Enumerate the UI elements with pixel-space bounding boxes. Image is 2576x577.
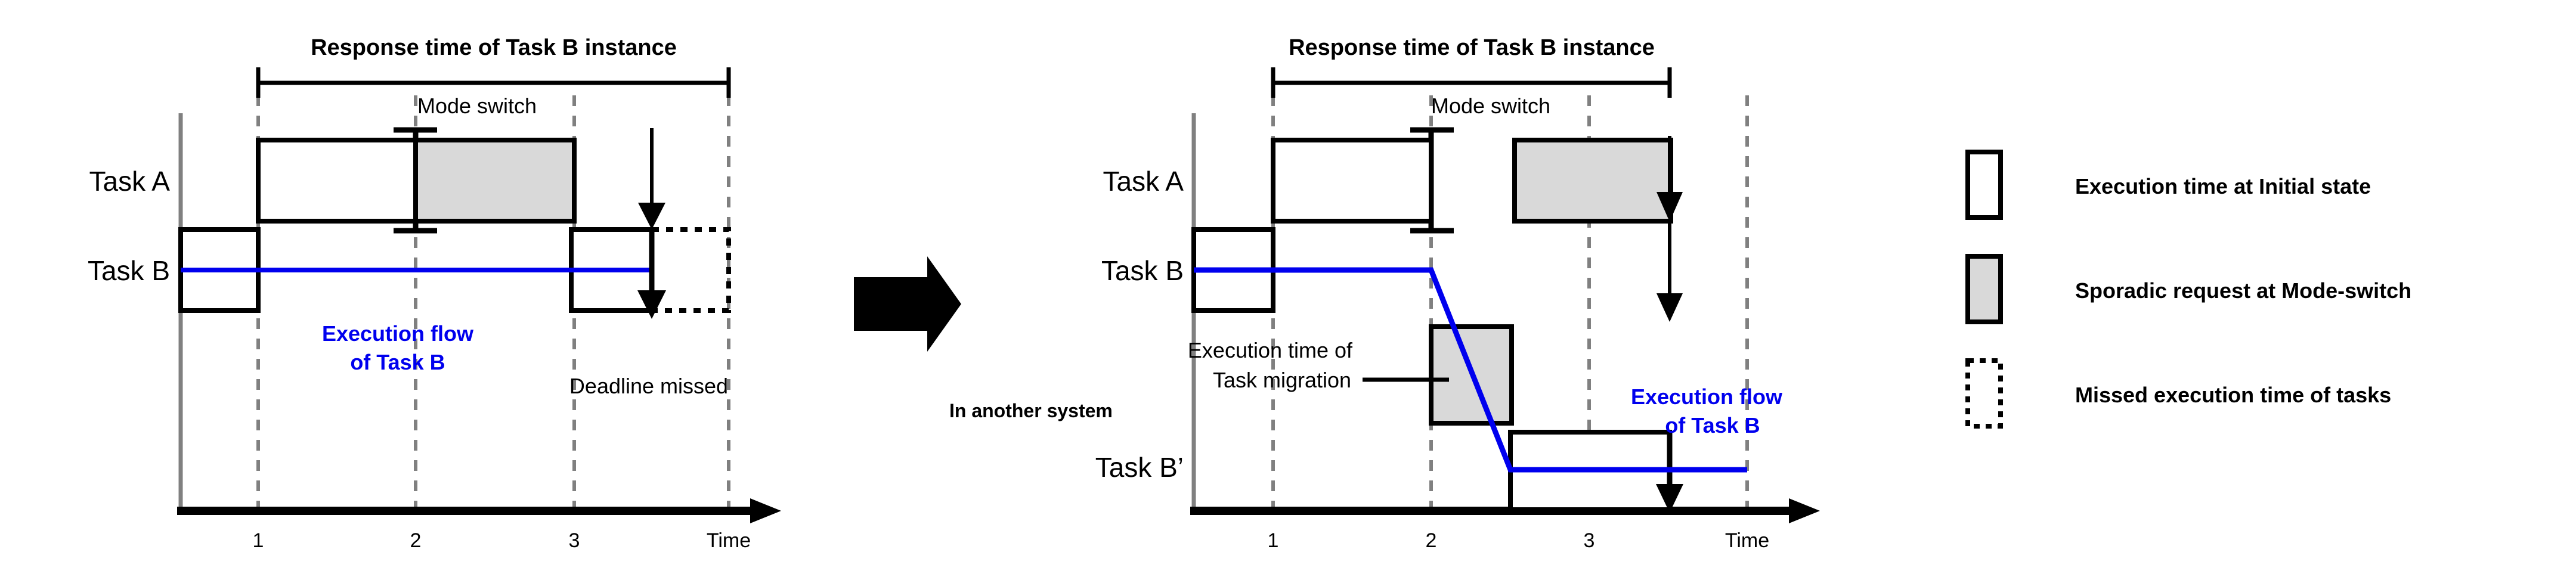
right-task-a-completion-arrow bbox=[1657, 136, 1683, 322]
left-tick-label-3: 3 bbox=[569, 529, 580, 552]
right-row-label-task-b-prime: Task B’ bbox=[1095, 452, 1184, 483]
right-diagram: Response time of Task B instance Mode sw… bbox=[949, 35, 1820, 552]
left-deadline-missed-label: Deadline missed bbox=[569, 374, 728, 398]
right-tick-label-3: 3 bbox=[1584, 529, 1595, 552]
right-tick-label-1: 1 bbox=[1268, 529, 1279, 552]
left-diagram: Response time of Task B instance Mode sw… bbox=[88, 35, 781, 552]
right-row-label-task-a: Task A bbox=[1103, 166, 1184, 197]
right-mode-switch-label: Mode switch bbox=[1431, 94, 1550, 118]
legend: Execution time at Initial state Sporadic… bbox=[1965, 150, 2411, 429]
transition-arrow bbox=[854, 256, 961, 352]
right-flow-label-line1: Execution flow bbox=[1631, 384, 1783, 409]
legend-swatch-sporadic bbox=[1965, 254, 2003, 324]
left-row-label-task-b: Task B bbox=[88, 255, 170, 286]
left-task-b-completion-arrow bbox=[637, 229, 666, 319]
left-response-span bbox=[256, 67, 731, 98]
left-axis-time-label: Time bbox=[707, 529, 751, 552]
legend-item-missed: Missed execution time of tasks bbox=[1965, 358, 2391, 429]
legend-label-sporadic: Sporadic request at Mode-switch bbox=[2075, 278, 2411, 303]
right-row-label-task-b: Task B bbox=[1101, 255, 1184, 286]
left-flow-label-line2: of Task B bbox=[350, 350, 445, 374]
right-response-time-label: Response time of Task B instance bbox=[1289, 35, 1655, 60]
left-task-a-sporadic-block bbox=[413, 138, 577, 224]
left-deadline-arrow bbox=[638, 128, 665, 229]
transition-arrow-icon bbox=[854, 256, 961, 352]
left-tick-label-1: 1 bbox=[253, 529, 264, 552]
left-row-label-task-a: Task A bbox=[89, 166, 170, 197]
right-tick-label-2: 2 bbox=[1426, 529, 1437, 552]
legend-label-missed: Missed execution time of tasks bbox=[2075, 383, 2391, 407]
left-flow-label-line1: Execution flow bbox=[322, 321, 474, 346]
left-x-axis-arrowhead bbox=[750, 498, 781, 523]
legend-item-initial: Execution time at Initial state bbox=[1965, 150, 2371, 220]
left-mode-switch-label: Mode switch bbox=[417, 94, 537, 118]
right-execution-flow-line bbox=[1194, 267, 1747, 473]
left-task-a-initial-block bbox=[256, 138, 418, 224]
legend-swatch-missed bbox=[1965, 358, 2003, 429]
right-axis-time-label: Time bbox=[1725, 529, 1769, 552]
left-task-b-missed-block bbox=[649, 227, 731, 313]
legend-swatch-initial bbox=[1965, 150, 2003, 220]
right-another-system-label: In another system bbox=[949, 400, 1113, 421]
right-x-axis-arrowhead bbox=[1789, 498, 1820, 523]
right-migration-label-line2: Task migration bbox=[1213, 368, 1351, 392]
right-migration-label-line1: Execution time of bbox=[1188, 338, 1353, 362]
right-task-a-initial-block bbox=[1271, 138, 1433, 224]
legend-item-sporadic: Sporadic request at Mode-switch bbox=[1965, 254, 2411, 324]
left-tick-label-2: 2 bbox=[410, 529, 422, 552]
right-flow-label-line2: of Task B bbox=[1665, 413, 1760, 438]
right-response-span bbox=[1271, 67, 1672, 98]
legend-label-initial: Execution time at Initial state bbox=[2075, 174, 2371, 198]
right-task-a-sporadic-block bbox=[1512, 138, 1673, 224]
right-task-b-prime-completion-arrow bbox=[1656, 432, 1683, 513]
left-response-time-label: Response time of Task B instance bbox=[311, 35, 677, 60]
